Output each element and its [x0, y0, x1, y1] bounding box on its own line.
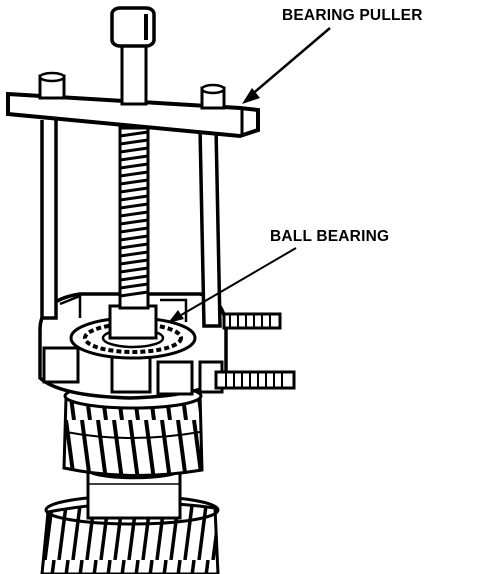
ball-bearing-leader: [168, 247, 297, 323]
bearing-puller-label: BEARING PULLER: [282, 7, 423, 24]
lower-side-bolt: [214, 370, 296, 390]
upper-side-bolt: [222, 312, 282, 330]
forcing-screw: [118, 126, 150, 310]
ball-bearing-label: BALL BEARING: [270, 228, 390, 245]
ball-bearing: [69, 304, 197, 360]
bearing-puller-leader: [242, 27, 331, 104]
puller-legs: [40, 120, 222, 328]
puller-crossbar: [6, 71, 260, 139]
puller-handle: [110, 6, 156, 106]
